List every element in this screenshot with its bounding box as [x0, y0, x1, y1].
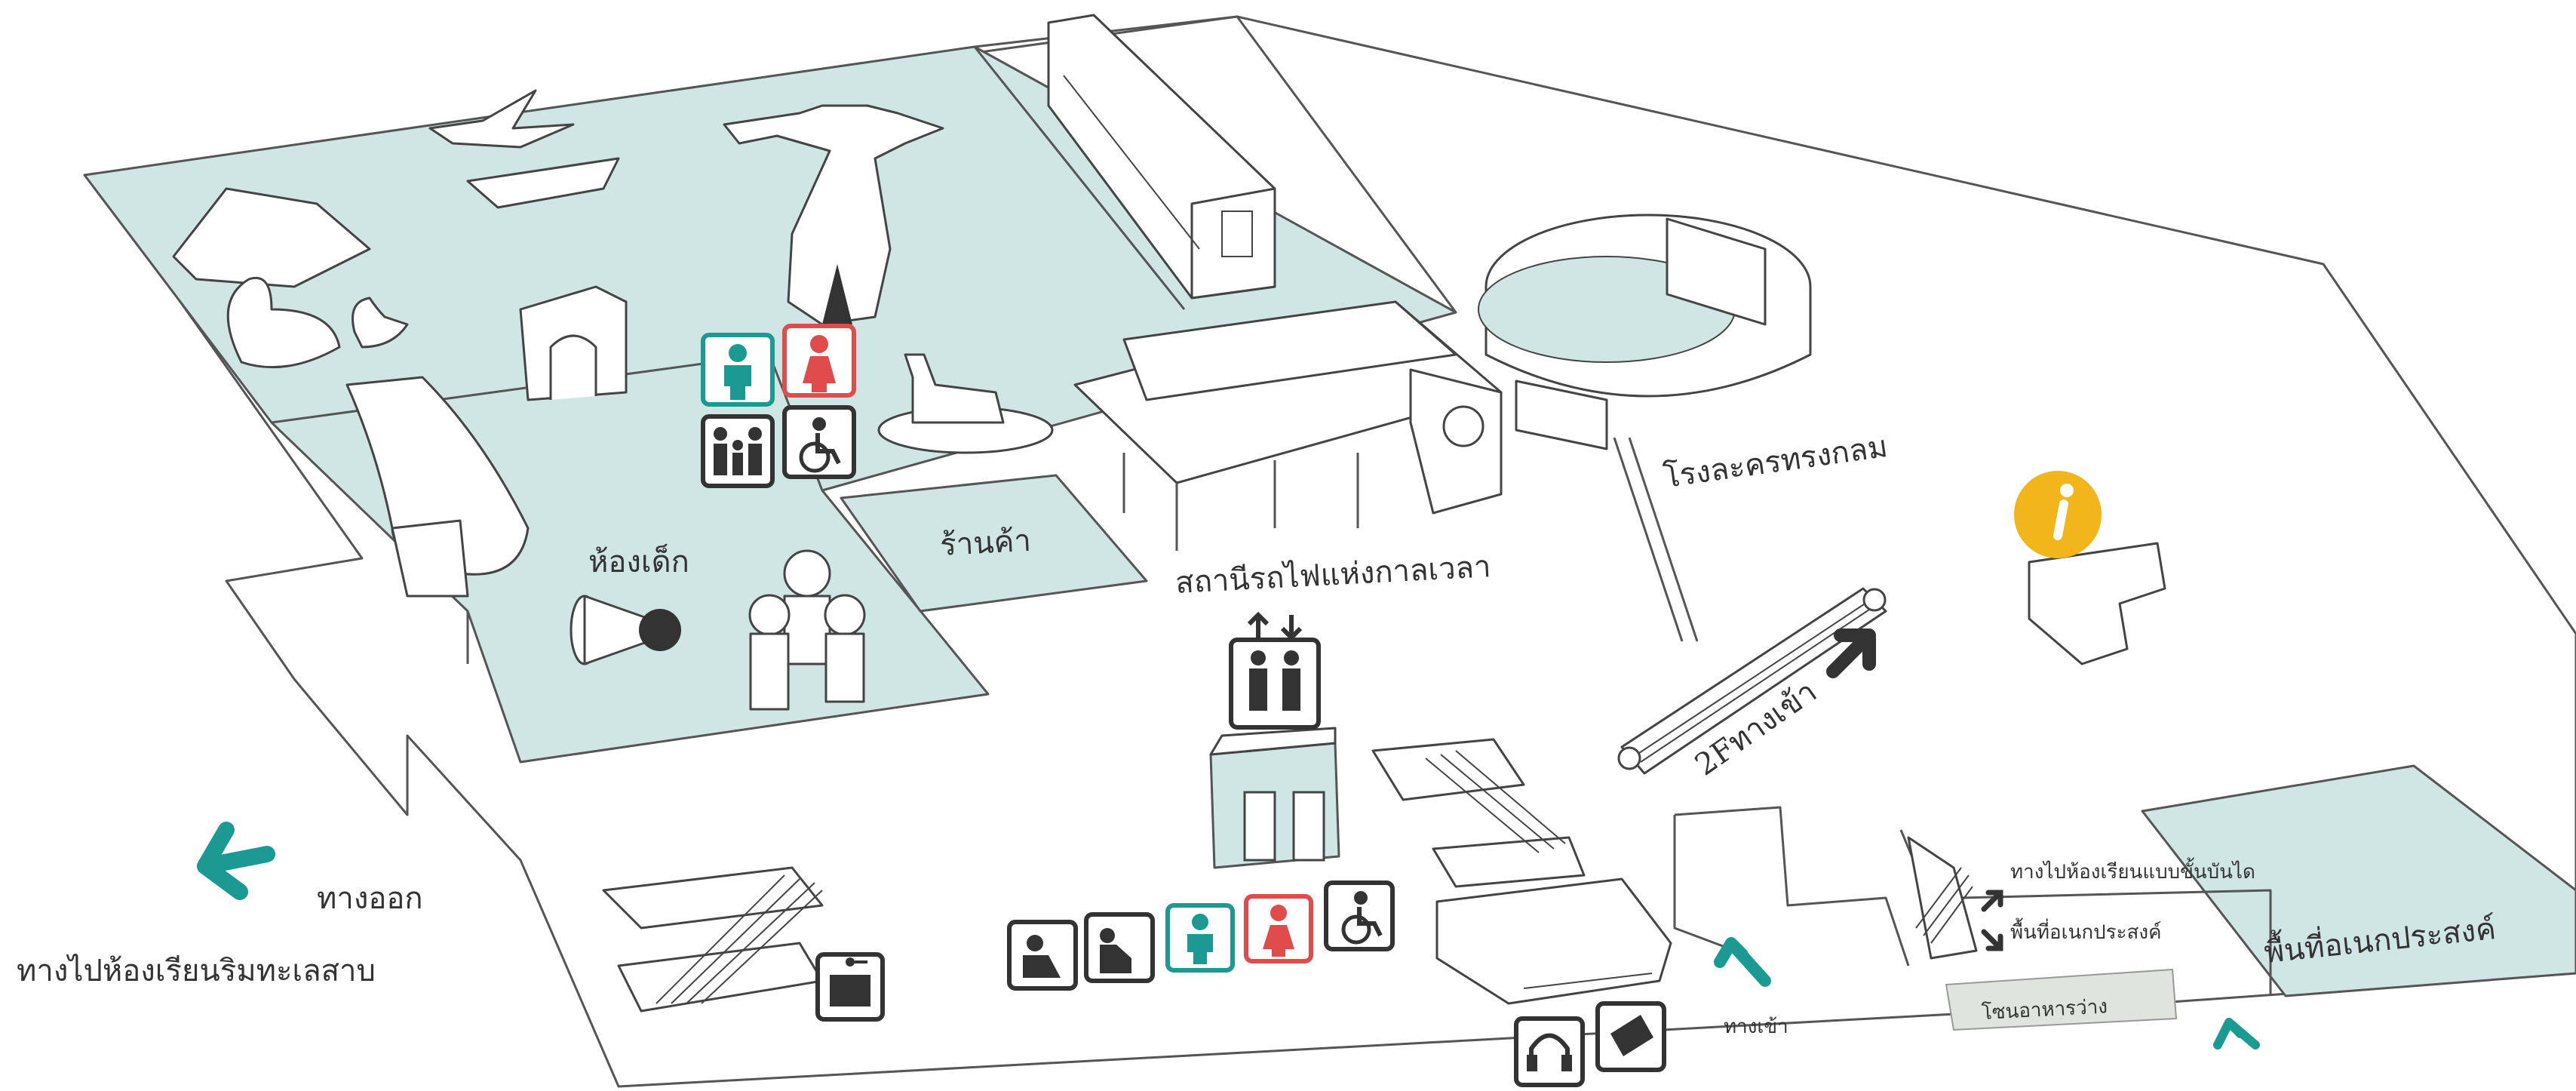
restroom-men-icon	[701, 333, 775, 407]
stairs-right	[1907, 836, 1978, 960]
escalator	[1613, 437, 1887, 775]
kids-room-label: ห้องเด็ก	[588, 545, 689, 579]
lakeside-classroom-label: ทางไปห้องเรียนริมทะเลสาบ	[17, 954, 376, 988]
information-icon[interactable]	[2014, 471, 2102, 558]
locker-icon	[815, 952, 885, 1022]
elevator-box	[1209, 727, 1340, 869]
restroom-women-icon	[782, 324, 856, 398]
train-car	[1047, 14, 1276, 300]
dining-area-floor	[1945, 968, 2178, 1031]
shop-label: ร้านค้า	[939, 523, 1032, 564]
family-restroom-icon	[701, 414, 775, 488]
entrance-arrow-icon	[1714, 937, 1771, 987]
deer-sculpture	[877, 353, 1054, 454]
restroom-women-icon-lower	[1244, 894, 1313, 963]
direction-up-arrow-icon	[1981, 890, 2003, 912]
accessible-icon-lower	[1324, 880, 1395, 951]
audio-guide-icon	[1514, 1016, 1585, 1087]
multipurpose-small-label: พื้นที่อเนกประสงค์	[2010, 921, 2162, 944]
step-classroom-label: ทางไปห้องเรียนแบบขั้นบันได	[2010, 861, 2255, 884]
gate-sculpture	[519, 285, 628, 401]
upstairs-arrow-icon	[1826, 628, 1876, 678]
direction-down-arrow-icon	[1981, 929, 2003, 951]
exit-label: ทางออก	[317, 881, 423, 916]
accessible-icon	[782, 405, 856, 479]
elevator-icon	[1229, 638, 1321, 730]
multipurpose-floor	[2141, 764, 2576, 997]
exit-arrow-icon	[197, 822, 275, 900]
drinking-fountain-icon	[1084, 912, 1155, 983]
stairs-middle	[1371, 738, 1586, 888]
nursing-room-icon	[1007, 920, 1078, 991]
time-station-building	[1073, 300, 1503, 551]
multipurpose-arrow-icon	[2213, 1018, 2260, 1050]
elevator-arrows-icon	[1247, 611, 1303, 641]
tree-sculpture	[723, 104, 944, 326]
horn-sculpture	[570, 595, 681, 665]
restroom-men-icon-lower	[1165, 903, 1235, 973]
whale-sculpture	[345, 376, 530, 598]
entrance-label: ทางเข้า	[1724, 1016, 1788, 1038]
info-desk	[2028, 542, 2166, 665]
round-theater	[1478, 214, 1812, 450]
doll-sculptures	[748, 549, 866, 711]
ticket-icon	[1595, 1001, 1666, 1072]
dining-area-label: โซนอาหารว่าง	[1981, 995, 2108, 1025]
shop-floor	[840, 474, 1148, 613]
farm-scene	[172, 187, 409, 369]
reception-counter	[1435, 877, 1672, 1005]
boat-and-bird	[428, 89, 620, 209]
